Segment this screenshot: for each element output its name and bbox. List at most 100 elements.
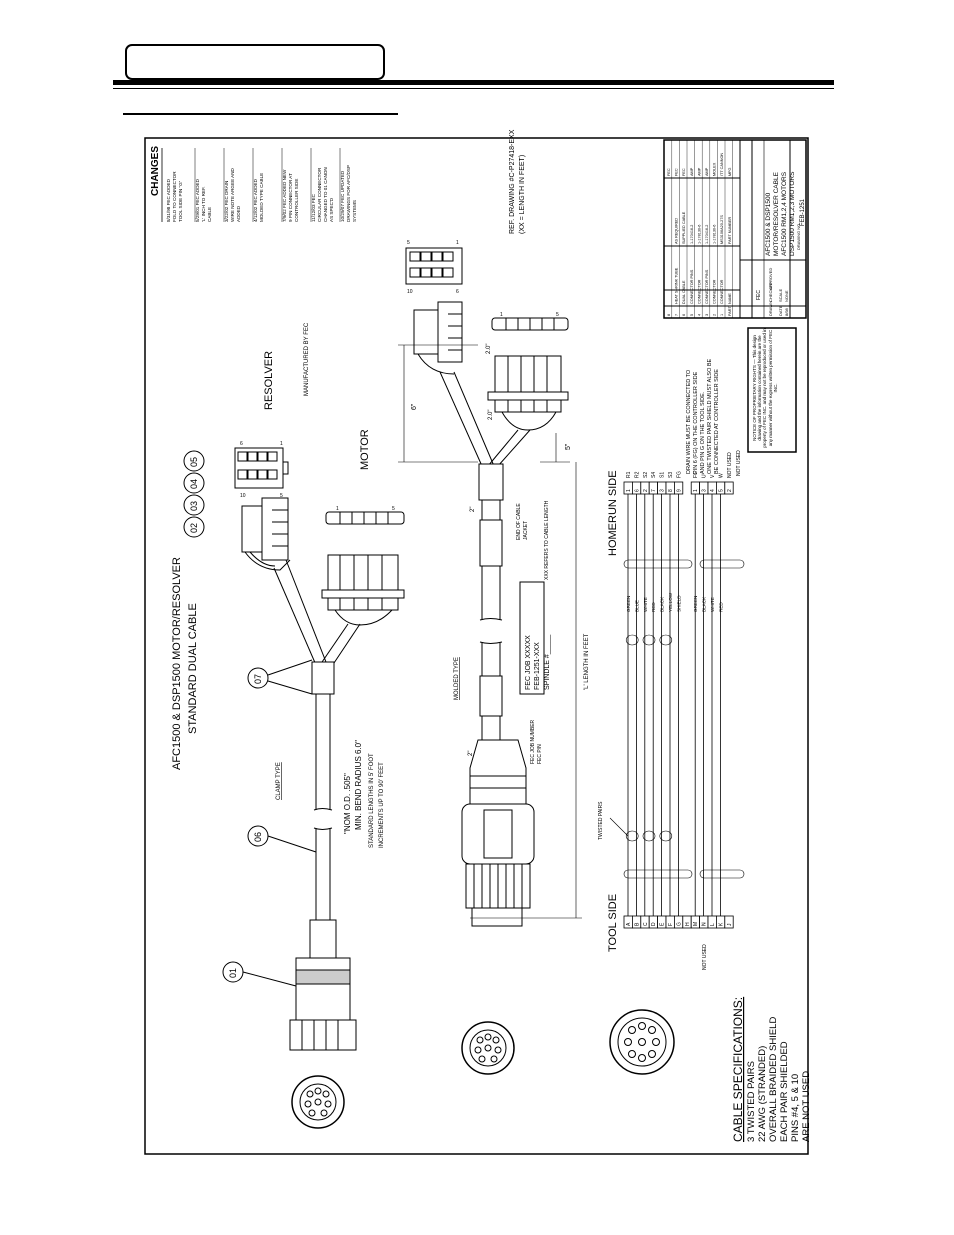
home-pin-label: 1 xyxy=(693,489,699,492)
svg-text:5": 5" xyxy=(565,443,572,450)
bom-desc: CONNECTOR PINS xyxy=(705,269,709,304)
home-pin-label: 5 xyxy=(718,489,724,492)
title-desc-1: AFC1500 & DSP1500 xyxy=(765,192,772,256)
svg-text:CHECKED: CHECKED xyxy=(768,282,773,302)
svg-text:FEC P/N: FEC P/N xyxy=(537,744,543,764)
balloon-07: 07 xyxy=(247,659,313,695)
bom-item: 3 xyxy=(705,314,709,316)
svg-text:1: 1 xyxy=(456,240,459,246)
heat-shrink-top xyxy=(311,661,335,695)
wire-color-label: YELLOW xyxy=(668,592,673,612)
not-used-tool: NOT USED xyxy=(702,944,708,970)
signal-label: S4 xyxy=(651,472,657,478)
tool-pin-label: G xyxy=(676,922,682,926)
signal-label: R1 xyxy=(626,471,632,478)
length-dimension: 'L' LENGTH IN FEET xyxy=(470,462,590,919)
not-used-home: NOT USED xyxy=(736,450,742,476)
change-entry-line: 11/12/03 FEC xyxy=(311,193,316,222)
title-desc-3: AFC1500 RM1,2,4 MOTORS xyxy=(781,171,788,256)
title-desc-4: DSP1500 RM1,2,3 MOTORS xyxy=(789,171,796,256)
svg-text:DRAWN: DRAWN xyxy=(768,301,773,316)
bom-desc: CONNECTOR xyxy=(713,279,717,304)
wire-color-label: GREEN xyxy=(693,596,698,612)
home-pin-label: 7 xyxy=(651,489,657,492)
wire-color-label: WHITE xyxy=(710,597,715,612)
bom-item: 6 xyxy=(682,314,686,316)
bom-desc: CONNECTOR PINS xyxy=(690,269,694,304)
homerun-side-label: HOMERUN SIDE xyxy=(607,470,619,556)
bom-mfg: AMP xyxy=(690,167,694,176)
wire-color-label: BLACK xyxy=(660,596,665,612)
drawing-no-label: DRAWING NO. xyxy=(796,223,801,250)
change-entry-line: 5/29/01 FEC ADDED xyxy=(195,178,200,222)
tool-pin-label: H xyxy=(685,922,691,926)
svg-text:2": 2" xyxy=(468,751,474,756)
bom-mfg: FEC xyxy=(675,168,679,176)
motor-connector xyxy=(321,554,405,626)
end-of-jacket-note: END OF CABLE JACKET xyxy=(516,503,529,540)
tag-line2: FEB-1251-XXX xyxy=(534,642,541,690)
bom-part: 1-178130-6 xyxy=(697,225,701,244)
tag-line3: SPINDLE #_____ xyxy=(544,635,551,690)
svg-text:CLAMP TYPE: CLAMP TYPE xyxy=(276,762,282,800)
svg-text:6": 6" xyxy=(411,403,418,410)
svg-text:5: 5 xyxy=(280,493,283,499)
bom-desc: HEAT SHRINK TUBE xyxy=(675,267,679,304)
svg-text:XXX REFERS TO CABLE LENGTH: XXX REFERS TO CABLE LENGTH xyxy=(544,500,550,580)
bom-part: MS3106A20-27S xyxy=(720,215,724,244)
wire-color-label: RED xyxy=(651,602,656,612)
circular-connector-clamp xyxy=(289,919,357,1051)
wire-color-label: SHIELD xyxy=(676,595,681,612)
twisted-pairs-note: TWISTED PAIRS xyxy=(598,801,604,840)
wire-color-label: RED xyxy=(718,602,723,612)
signal-label: V xyxy=(710,474,716,478)
svg-text:1: 1 xyxy=(280,441,283,447)
svg-text:10: 10 xyxy=(407,289,413,295)
motor-label: MOTOR xyxy=(359,429,371,470)
bom-desc: DUAL CABLE xyxy=(682,280,686,304)
change-entry-line: SYSTEMS xyxy=(352,200,357,222)
bom-part: SUPPLIED CABLE xyxy=(682,211,686,244)
svg-text:STANDARD LENGTHS IN 5' FOOT: STANDARD LENGTHS IN 5' FOOT xyxy=(369,753,375,848)
svg-text:05: 05 xyxy=(189,457,199,467)
svg-text:DATE: DATE xyxy=(778,305,783,316)
svg-text:EACH PAIR SHIELDED: EACH PAIR SHIELDED xyxy=(779,1041,790,1142)
tool-pin-label: A xyxy=(626,922,632,926)
title-desc-2: MOTOR/RESOLVER CABLE xyxy=(773,171,780,256)
std-lengths-note: STANDARD LENGTHS IN 5' FOOT INCREMENTS U… xyxy=(369,753,385,848)
wire-color-label: BLACK xyxy=(702,596,707,612)
bom-part: AS REQUIRED xyxy=(675,218,679,244)
bom-mfg: FEC xyxy=(667,168,671,176)
nom-od-note: "NOM O.D. .505" MIN. BEND RADIUS 6.0" xyxy=(343,740,363,834)
tag-line1: FEC JOB XXXXX xyxy=(525,635,532,690)
signal-label: W xyxy=(718,473,724,478)
circular-connector-face-1 xyxy=(291,1075,345,1129)
svg-text:5: 5 xyxy=(392,506,395,512)
bom-mfg: ITT CANNON xyxy=(720,153,724,176)
svg-text:PIN 6 (FG) ON THE CONTROLLER S: PIN 6 (FG) ON THE CONTROLLER SIDE xyxy=(693,371,699,474)
svg-text:10: 10 xyxy=(240,493,246,499)
home-pin-label: 3 xyxy=(660,489,666,492)
svg-text:2.0": 2.0" xyxy=(488,410,494,420)
svg-text:2": 2" xyxy=(470,507,476,512)
company-name: FEC xyxy=(756,290,762,300)
wire-color-label: GREEN xyxy=(626,596,631,612)
svg-text:MANUFACTURED BY FEC: MANUFACTURED BY FEC xyxy=(304,322,310,396)
header-rule-thick xyxy=(113,80,834,85)
change-entry-line: 10/29/07 FEC UPDATED xyxy=(340,170,345,222)
tool-pin-label: K xyxy=(718,922,724,926)
tool-pin-label: C xyxy=(643,922,649,926)
signal-label: FG xyxy=(676,471,682,478)
balloons-02-05: 02 03 04 05 xyxy=(183,450,205,538)
home-pin-label: 6 xyxy=(634,489,640,492)
header-label-box xyxy=(125,44,385,80)
svg-text:(XX = LENGTH IN FEET): (XX = LENGTH IN FEET) xyxy=(519,155,526,234)
svg-text:REF. DRAWING #C-P27418-EXX: REF. DRAWING #C-P27418-EXX xyxy=(509,129,516,234)
svg-text:'L' LENGTH IN FEET: 'L' LENGTH IN FEET xyxy=(584,633,590,690)
bom-desc: CONNECTOR xyxy=(697,279,701,304)
bom-desc: NAME xyxy=(728,293,732,304)
bom-item: 7 xyxy=(675,314,679,316)
